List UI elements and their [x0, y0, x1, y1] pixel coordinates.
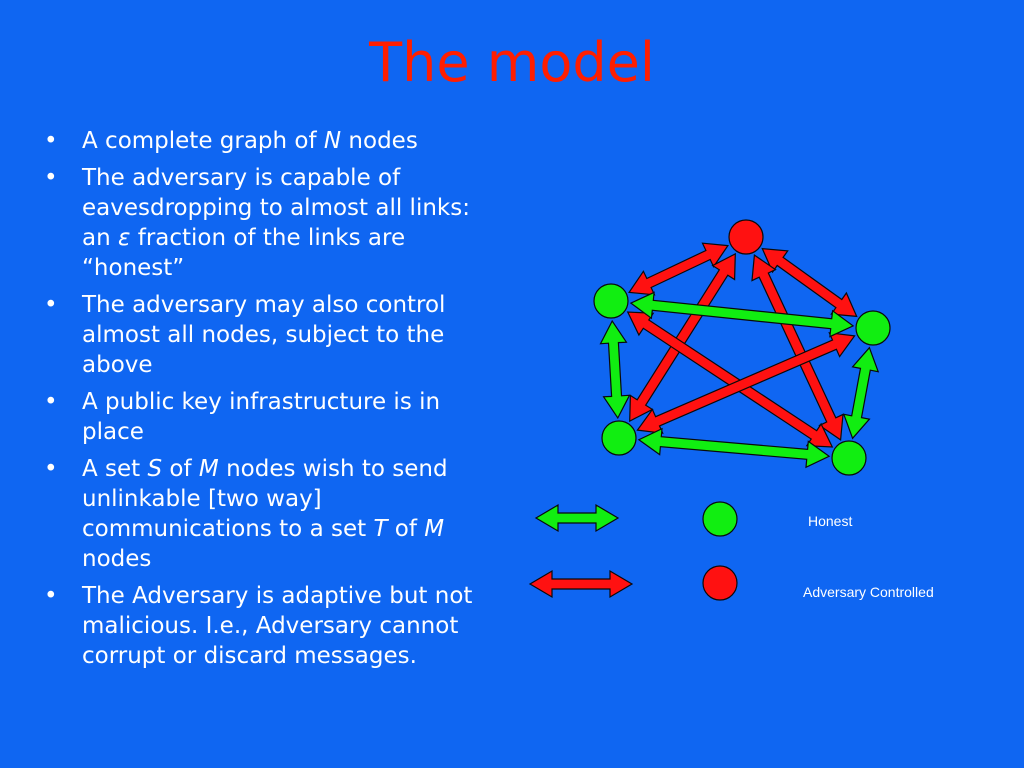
- link-honest-bottom-left-bottom-right: [637, 427, 831, 469]
- slide-title: The model: [369, 31, 655, 94]
- node-right: [855, 310, 891, 346]
- bullet-text: A complete graph of N nodes: [82, 128, 418, 154]
- bullet-item: • A public key infrastructure is in place: [40, 387, 500, 447]
- link-adversary-top-right: [761, 247, 858, 318]
- bullet-item: • A complete graph of N nodes: [40, 126, 500, 156]
- legend-adversary-label: Adversary Controlled: [803, 584, 934, 600]
- bullet-text: The adversary may also control almost al…: [82, 292, 446, 378]
- node-bottom-right: [831, 440, 867, 476]
- bullet-item: • The adversary is capable of eavesdroppi…: [40, 163, 500, 283]
- bullet-text: The Adversary is adaptive but not malici…: [82, 583, 473, 669]
- node-bottom-left: [601, 420, 637, 456]
- legend-honest-node: [702, 501, 738, 537]
- bullet-text: A public key infrastructure is in place: [82, 389, 441, 445]
- link-adversary-right-bottom-left: [636, 332, 856, 434]
- link-adversary-top-left: [628, 242, 729, 296]
- bullet-item: • The Adversary is adaptive but not malic…: [40, 581, 500, 671]
- bullet-text: A set S of M nodes wish to send unlinkab…: [82, 456, 448, 572]
- bullet-text: The adversary is capable of eavesdroppin…: [82, 165, 470, 281]
- bullet-dot: •: [44, 165, 58, 191]
- bullet-item: • A set S of M nodes wish to send unlinka…: [40, 454, 500, 574]
- bullet-dot: •: [44, 456, 58, 482]
- bullet-dot: •: [44, 583, 58, 609]
- link-adversary-top-bottom-right: [751, 254, 844, 441]
- links-layer: [599, 242, 880, 469]
- legend-adversary-node: [702, 565, 738, 601]
- link-honest-left-right: [629, 291, 855, 338]
- bullet-item: • The adversary may also control almost a…: [40, 290, 500, 380]
- bullet-dot: •: [44, 292, 58, 318]
- bullet-dot: •: [44, 128, 58, 154]
- legend-adversary-arrow: [528, 569, 634, 599]
- legend-honest-arrow: [534, 503, 620, 533]
- nodes-layer: [593, 219, 891, 476]
- legend-honest-label: Honest: [808, 513, 853, 529]
- link-honest-left-bottom-left: [599, 319, 631, 420]
- legend-layer: [528, 501, 738, 601]
- bullet-list: • A complete graph of N nodes • The advers…: [40, 126, 500, 678]
- bullet-dot: •: [44, 389, 58, 415]
- node-top: [728, 219, 764, 255]
- node-left: [593, 283, 629, 319]
- link-adversary-top-bottom-left: [629, 252, 736, 423]
- link-honest-right-bottom-right: [842, 346, 880, 440]
